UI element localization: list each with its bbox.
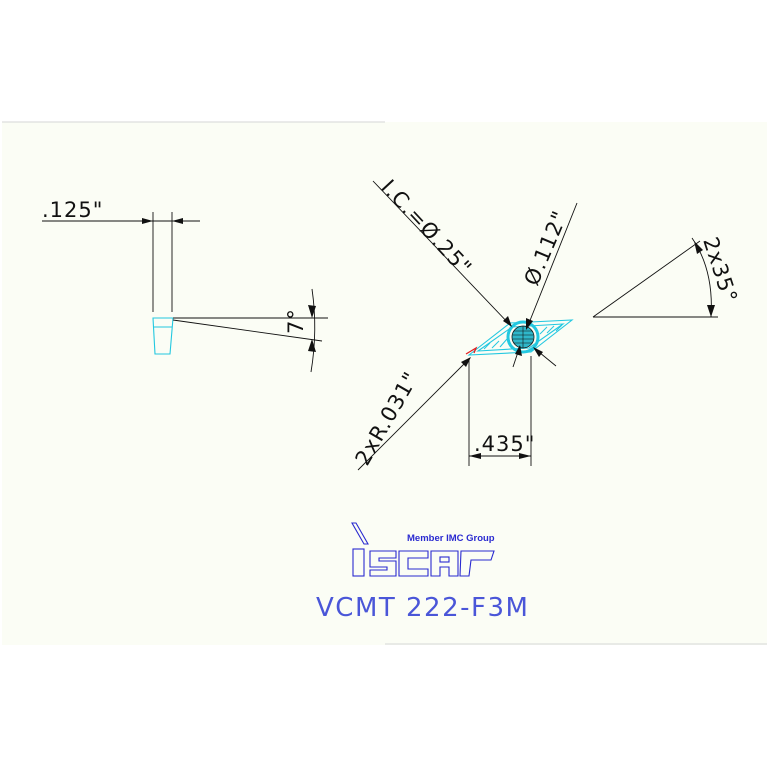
length-arrow-left — [469, 453, 481, 459]
chamfer-arrow-bottom — [707, 305, 715, 317]
chamfer-arrow-top — [694, 241, 703, 254]
insert-side-profile — [152, 317, 174, 355]
radius-leader-line — [357, 357, 471, 471]
radius-leader-arrow — [461, 357, 471, 367]
chamfer-leg — [592, 240, 701, 318]
angle-arrow-top — [308, 305, 316, 318]
iscar-logo-mark — [351, 522, 495, 577]
ic-tail-arrow — [533, 347, 543, 357]
clearance-angle-label: 7° — [284, 308, 308, 334]
insert-hole-hatch — [513, 326, 533, 348]
part-number: VCMT 222-F3M — [316, 593, 529, 623]
ic-leader-line — [372, 180, 512, 327]
corner-radius-marker — [465, 346, 478, 355]
sheet-left-panel — [2, 122, 385, 384]
insert-outline — [467, 319, 574, 356]
angle-arc — [310, 288, 316, 373]
brand-tagline: Member IMC Group — [407, 533, 495, 544]
thickness-arrow-right — [172, 218, 183, 224]
insert-chipbreaker-hatch — [483, 324, 563, 350]
sheet-right-panel — [385, 122, 767, 384]
length-label: .435" — [474, 432, 535, 456]
sheet-bottom-panel — [2, 384, 767, 645]
length-arrow-right — [519, 453, 531, 459]
hole-leader-line — [526, 202, 578, 329]
angle-arrow-bottom — [308, 339, 316, 352]
insert-hole-ring — [506, 320, 540, 354]
thickness-arrow-left — [142, 218, 153, 224]
iscar-logo: Member IMC Group — [351, 522, 495, 577]
side-view: .125" 7° — [42, 198, 328, 373]
ic-leader-arrow — [503, 316, 512, 327]
hole-tail-arrow — [515, 345, 522, 356]
thickness-label: .125" — [42, 198, 103, 222]
angle-leg — [172, 319, 323, 342]
hole-leader-arrow — [526, 318, 533, 330]
